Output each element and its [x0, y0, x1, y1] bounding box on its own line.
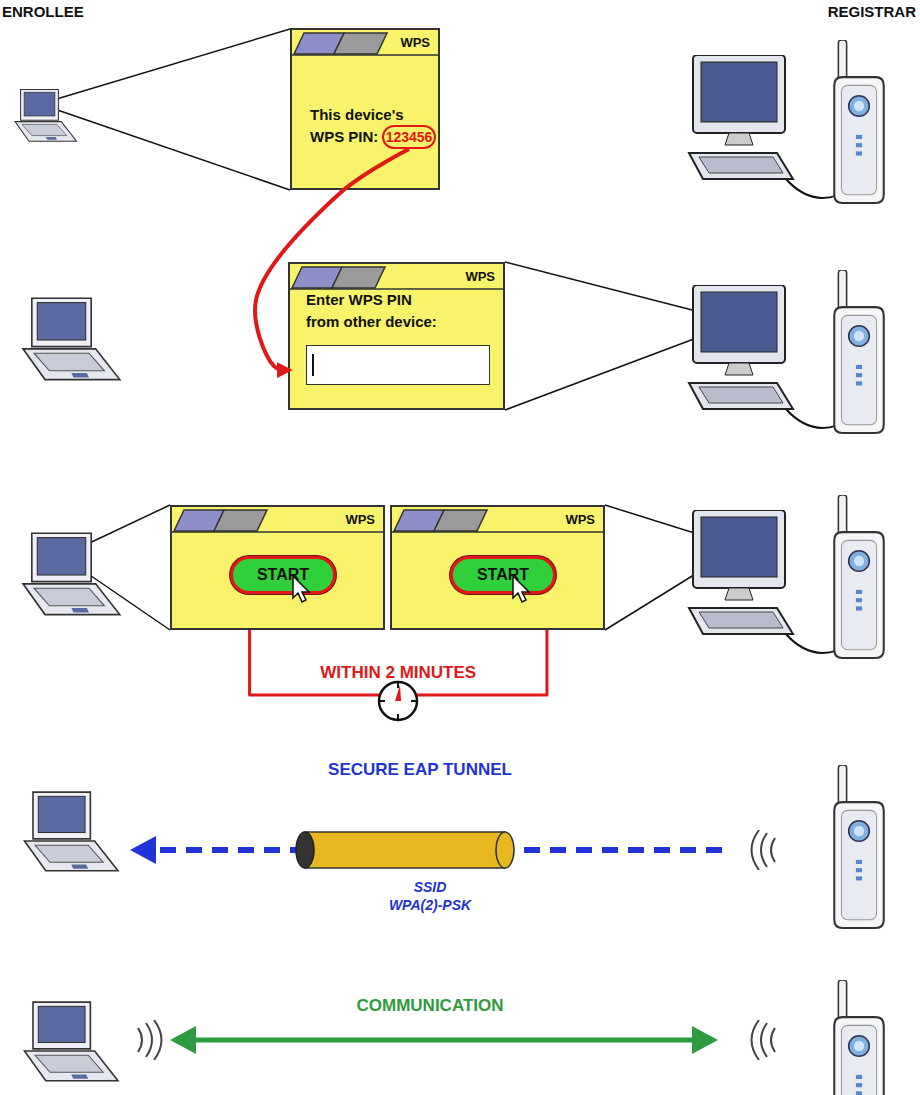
eap-tunnel — [296, 832, 514, 868]
access-point-icon — [834, 495, 884, 658]
window-title: WPS — [345, 512, 375, 528]
tunnel-label: SECURE EAP TUNNEL — [220, 760, 620, 780]
communication-arrow-line — [190, 1038, 695, 1043]
radio-waves — [138, 1020, 162, 1060]
wps-window: WPS START — [390, 505, 605, 630]
zoom-line — [40, 104, 290, 190]
laptop-icon — [25, 792, 119, 871]
clock-tick — [397, 682, 399, 688]
desktop-icon — [689, 510, 793, 634]
desktop-icon — [689, 285, 793, 409]
wps-window: WPS Enter WPS PIN from other device: — [288, 262, 505, 410]
access-point-icon — [834, 270, 884, 433]
column-heading: ENROLLEE — [2, 3, 202, 20]
access-point-icon — [834, 40, 884, 203]
communication-arrow-head — [170, 1026, 196, 1054]
button-text: START — [257, 565, 309, 585]
window-tab — [334, 33, 387, 54]
tunnel-end — [496, 832, 514, 868]
stopwatch-icon — [379, 682, 417, 720]
edge-label: WITHIN 2 MINUTES — [238, 662, 558, 684]
start-button: START — [450, 556, 556, 594]
zoom-lines — [40, 29, 739, 630]
window-divider — [392, 531, 603, 533]
clock-tick — [379, 700, 385, 702]
tunnel-content: WPA(2)-PSK — [330, 897, 530, 913]
pin-number: 123456 — [386, 128, 433, 146]
wps-window: WPSThis device's WPS PIN:123456 — [290, 28, 440, 190]
window-tab — [332, 267, 385, 288]
start-button: START — [230, 556, 336, 594]
window-divider — [290, 288, 503, 290]
laptop-icon — [23, 533, 120, 614]
communication-arrow-head — [692, 1026, 718, 1054]
clock-hand — [395, 685, 401, 701]
window-tab — [434, 510, 487, 531]
laptop-icon — [15, 89, 77, 141]
clock-tick — [411, 700, 417, 702]
radio-waves — [752, 830, 776, 870]
tunnel-end — [296, 832, 314, 868]
timing-bracket — [250, 630, 547, 695]
window-divider — [172, 531, 383, 533]
clock-face — [379, 682, 417, 720]
instruction-text: Enter WPS PIN from other device: — [306, 289, 444, 333]
wps-window: WPS START — [170, 505, 385, 630]
tunnel-body — [305, 832, 505, 868]
tunnel-arrow-head — [130, 836, 156, 864]
desktop-icon — [689, 55, 793, 179]
link-label: COMMUNICATION — [230, 996, 630, 1016]
zoom-line — [40, 29, 290, 104]
window-title: WPS — [465, 269, 495, 285]
window-title: WPS — [400, 35, 430, 51]
button-text: START — [477, 565, 529, 585]
text-cursor — [312, 354, 314, 376]
text-input-field — [306, 345, 490, 385]
window-divider — [292, 54, 438, 56]
window-title: WPS — [565, 512, 595, 528]
radio-waves — [752, 1020, 776, 1060]
pin-highlight: 123456 — [382, 125, 436, 149]
access-point-icon — [834, 980, 884, 1095]
laptop-icon — [25, 1002, 119, 1081]
clock-tick — [397, 714, 399, 720]
access-point-icon — [834, 765, 884, 928]
tunnel-content: SSID — [330, 879, 530, 895]
window-tab — [214, 510, 267, 531]
column-heading: REGISTRAR — [716, 3, 916, 20]
laptop-icon — [23, 298, 120, 379]
